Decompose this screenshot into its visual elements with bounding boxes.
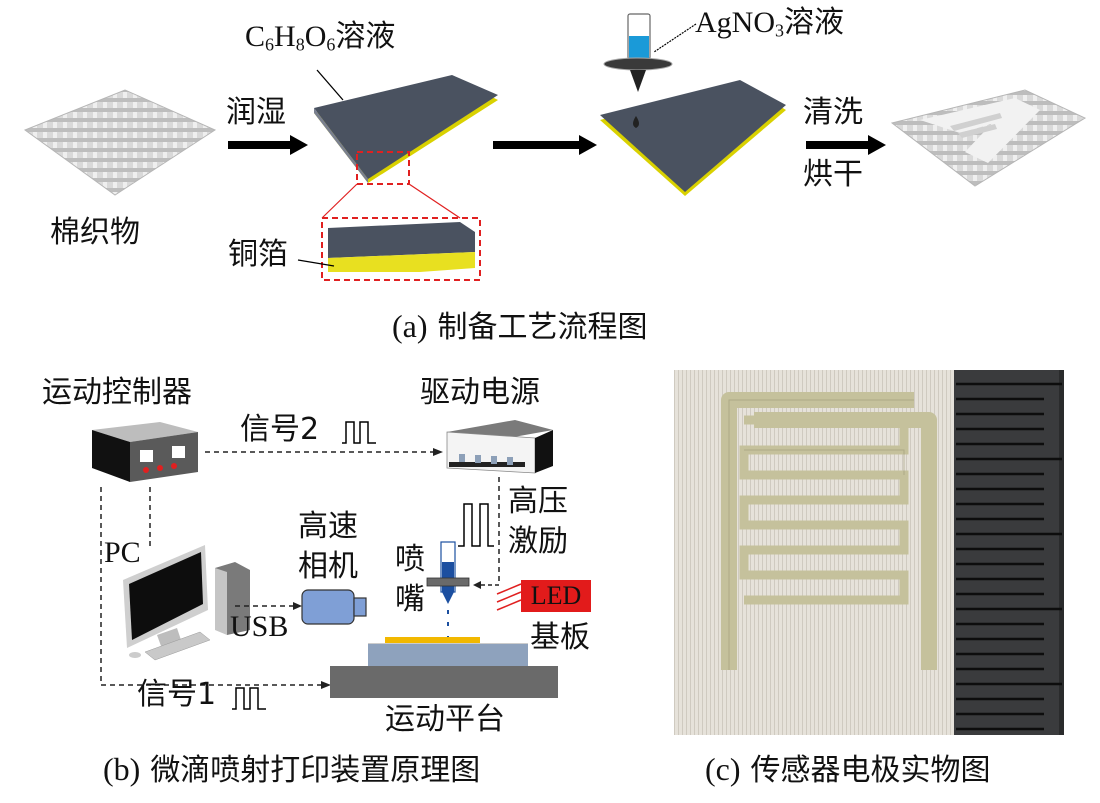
electrode-photo-svg [674, 370, 1064, 735]
nozzle-label-line1: 喷 [395, 542, 425, 577]
dispenser-icon [603, 13, 673, 92]
cotton-fabric-image [23, 89, 217, 196]
camera-label-line2: 相机 [298, 549, 358, 584]
dashed-arrow [473, 477, 500, 589]
formula-suffix: 溶液 [784, 5, 844, 40]
fabric-label: 棉织物 [50, 215, 140, 250]
camera-label-line1: 高速 [298, 509, 358, 544]
formula-o-sub: 6 [326, 34, 336, 55]
formula-h: H [274, 20, 296, 53]
leader-line [316, 69, 344, 101]
step3-label-bottom: 烘干 [803, 157, 863, 192]
light-rays-icon [496, 583, 522, 611]
nozzle-icon [426, 541, 470, 639]
formula-suffix: 溶液 [335, 19, 396, 54]
arrow-right-icon [806, 135, 886, 155]
caption-c: (c) 传感器电极实物图 [705, 753, 991, 786]
solution2-label: AgNO3溶液 [695, 8, 844, 40]
caption-c-text: 传感器电极实物图 [750, 753, 991, 788]
formula-sub: 3 [775, 20, 784, 41]
leader-line [653, 23, 697, 53]
solution1-label: C6H8O6溶液 [245, 22, 395, 54]
hv-label-line1: 高压 [508, 484, 568, 519]
pulse-icon [232, 687, 266, 710]
caption-a: (a) 制备工艺流程图 [392, 310, 648, 343]
printed-film [385, 637, 480, 643]
zoom-indicator-box [321, 151, 481, 281]
formula-h-sub: 8 [295, 34, 305, 55]
arrow-right-icon [228, 135, 308, 155]
led-label: LED [521, 580, 591, 612]
pulse-icon [458, 503, 494, 547]
power-supply-label: 驱动电源 [420, 375, 540, 410]
caption-b: (b) 微滴喷射打印装置原理图 [103, 753, 480, 786]
motion-stage-block [330, 666, 558, 698]
substrate-label: 基板 [530, 620, 590, 655]
camera-icon [301, 589, 367, 625]
formula-o: O [304, 20, 327, 53]
caption-b-text: 微滴喷射打印装置原理图 [150, 753, 481, 788]
caption-a-text: 制备工艺流程图 [437, 310, 648, 345]
step1-label: 润湿 [226, 95, 286, 130]
caption-b-letter: (b) [103, 751, 141, 787]
power-supply-icon [446, 420, 553, 474]
coated-substrate-2 [600, 80, 786, 196]
dashed-arrow [235, 602, 302, 610]
copper-foil-label: 铜箔 [228, 237, 288, 272]
pc-label: PC [104, 536, 141, 569]
leader-line [297, 259, 335, 267]
caption-a-letter: (a) [392, 308, 428, 344]
sensor-electrode-photo [674, 370, 1064, 735]
usb-label: USB [230, 610, 289, 643]
hv-label-line2: 激励 [508, 524, 568, 559]
formula-c-sub: 6 [265, 34, 275, 55]
signal2-label: 信号2 [240, 412, 320, 447]
dashed-arrow [205, 448, 443, 456]
arrow-right-icon [493, 135, 597, 155]
motion-controller-label: 运动控制器 [42, 375, 192, 410]
step3-label-top: 清洗 [803, 95, 863, 130]
computer-icon [123, 545, 250, 661]
substrate-block [368, 643, 528, 667]
pulse-icon [342, 421, 376, 444]
nozzle-label-line2: 嘴 [395, 582, 425, 617]
formula-base: AgNO [695, 6, 775, 39]
stage-label: 运动平台 [385, 702, 505, 737]
dashed-connectors [100, 487, 331, 689]
printed-fabric-image [890, 89, 1087, 187]
caption-c-letter: (c) [705, 751, 741, 787]
motion-controller-icon [92, 422, 198, 482]
signal1-label: 信号1 [137, 677, 217, 712]
formula-c: C [245, 20, 266, 53]
